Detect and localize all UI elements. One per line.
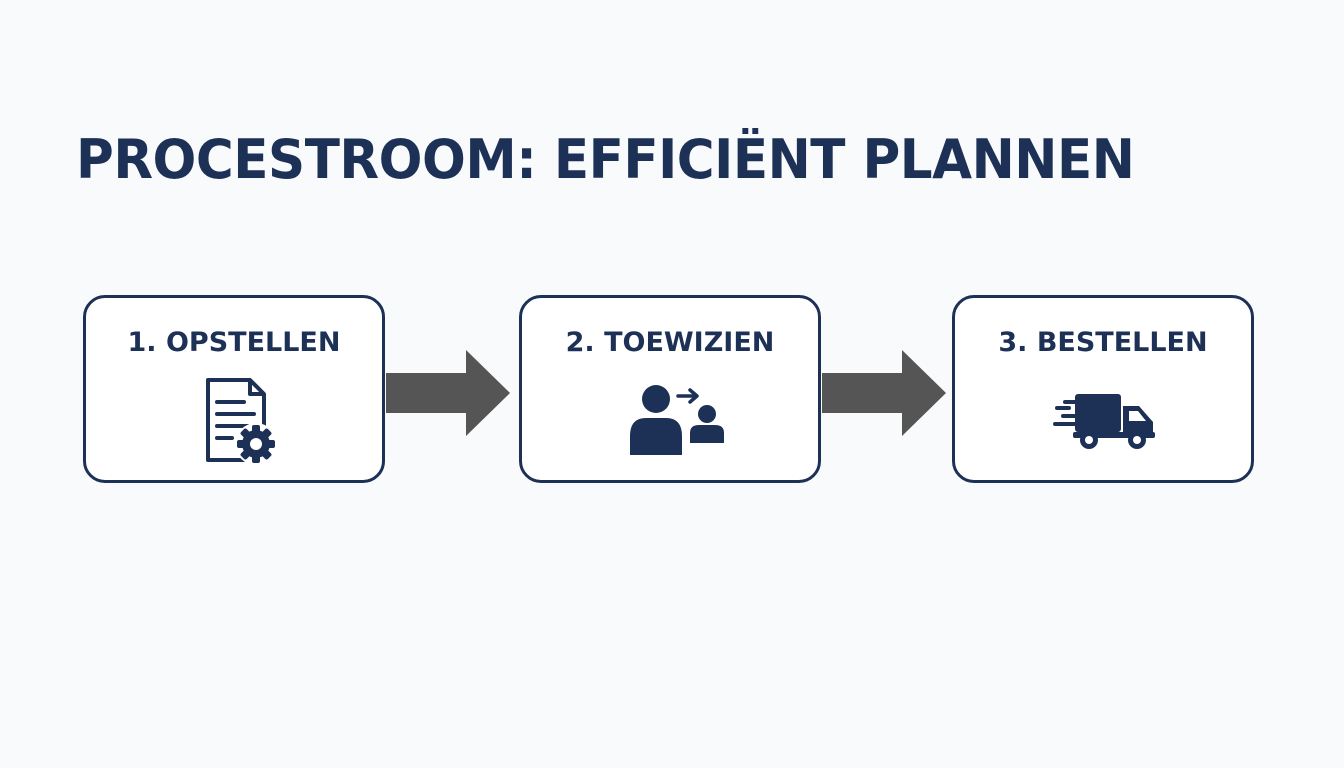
step-label-toewizien: 2. TOEWIZIEN (565, 327, 775, 358)
arrow-right-icon (822, 350, 946, 436)
step-label-bestellen: 3. BESTELLEN (998, 327, 1208, 358)
flow-arrow-2 (822, 349, 948, 441)
step-box-toewizien: 2. TOEWIZIEN (519, 295, 821, 483)
arrow-right-icon (386, 350, 510, 436)
flow-arrow-1 (386, 349, 512, 441)
diagram-title: PROCESTROOM: EFFICIËNT PLANNEN (76, 128, 1135, 191)
step-box-bestellen: 3. BESTELLEN (952, 295, 1254, 483)
document-gear-icon (206, 378, 277, 465)
assign-person-icon (630, 385, 724, 455)
step-label-opstellen: 1. OPSTELLEN (127, 327, 341, 358)
step-box-opstellen: 1. OPSTELLEN (83, 295, 385, 483)
delivery-truck-icon (1053, 394, 1155, 449)
